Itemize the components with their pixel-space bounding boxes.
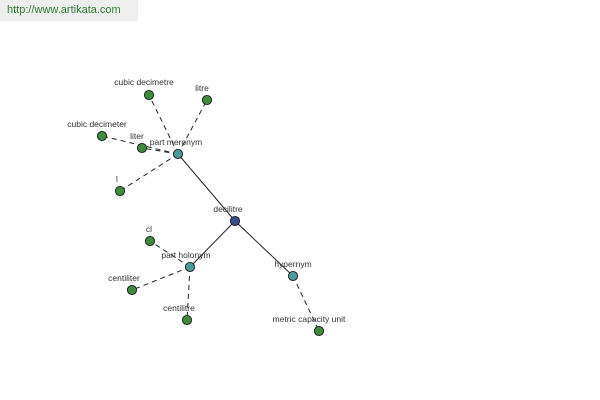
edge-hypernym-metric-capacity-unit [292,275,320,332]
label-liter: liter [130,131,144,141]
edge-center-part-holonym [189,220,236,268]
edge-part-holonym-centiliter [131,266,191,291]
label-part-meronym: part meronym [150,137,202,147]
edge-center-hypernym [234,220,294,277]
node-metric-capacity-unit[interactable] [313,325,325,337]
label-cubic-decimetre: cubic decimetre [114,77,174,87]
node-part-holonym[interactable] [184,261,196,273]
node-litre[interactable] [201,94,213,106]
edge-part-holonym-cl [149,240,191,268]
node-part-meronym[interactable] [172,148,184,160]
label-centilitre: centilitre [163,303,195,313]
site-link[interactable]: http://www.artikata.com [7,4,121,16]
node-decilitre[interactable] [229,215,241,227]
label-centiliter: centiliter [108,273,140,283]
label-l: l [116,174,118,184]
edge-part-meronym-l [119,153,179,192]
graph-nodes [96,89,325,337]
node-centiliter[interactable] [126,284,138,296]
node-cl[interactable] [144,235,156,247]
node-centilitre[interactable] [181,314,193,326]
label-decilitre: decilitre [213,204,243,214]
node-l[interactable] [114,185,126,197]
label-hypernym: hypernym [274,259,311,269]
graph-labels: cubic decimetre litre cubic decimeterliter… [67,77,346,324]
label-part-holonym: part holonym [161,250,210,260]
edge-part-meronym-cubic-decimetre [148,94,179,155]
label-cubic-decimeter: cubic decimeter [67,119,127,129]
edge-part-meronym-liter [141,147,179,155]
edge-center-part-meronym [177,153,236,222]
node-hypernym[interactable] [287,270,299,282]
label-metric-capacity-unit: metric capacity unit [273,314,346,324]
site-banner: http://www.artikata.com [0,0,138,21]
node-liter[interactable] [136,142,148,154]
edge-part-meronym-litre [177,99,208,155]
label-litre: litre [195,83,209,93]
label-cl: cl [146,224,152,234]
node-cubic-decimetre[interactable] [143,89,155,101]
node-cubic-decimeter[interactable] [96,130,108,142]
